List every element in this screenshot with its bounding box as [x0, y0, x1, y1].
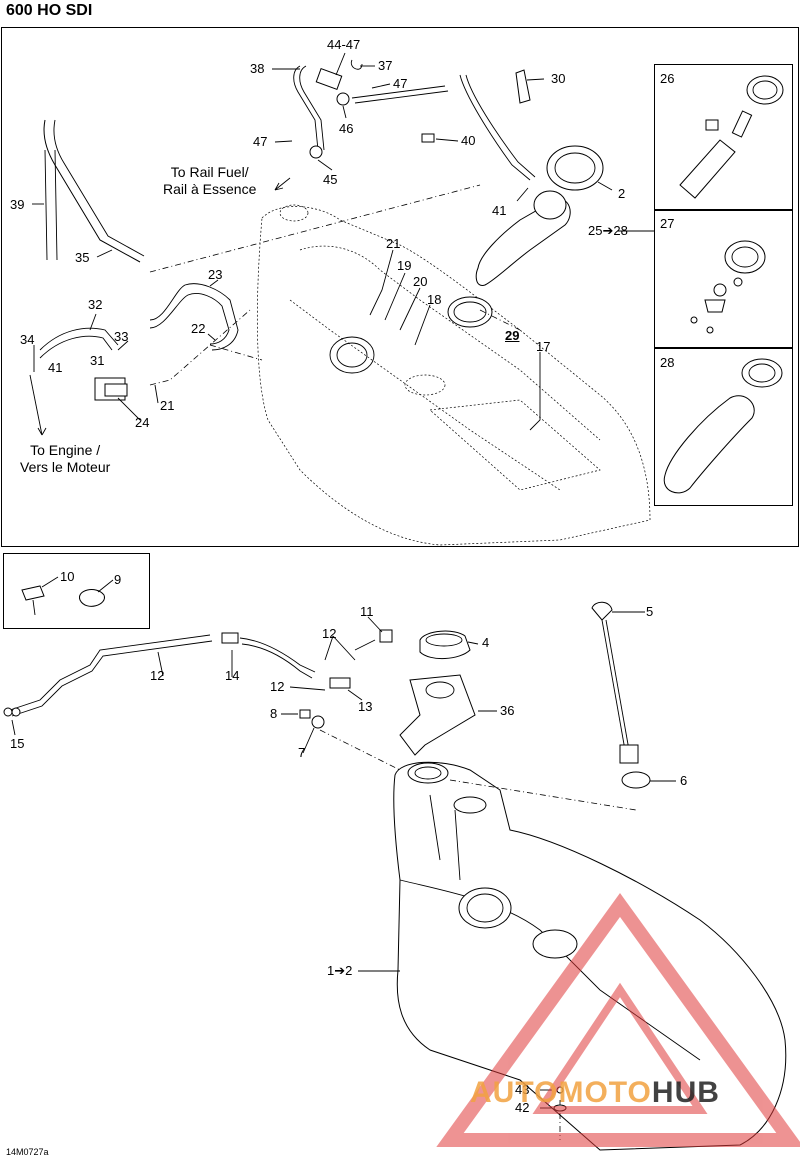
- callout-44-47: 44-47: [327, 37, 361, 52]
- callout-1-2: 1➔2: [327, 963, 353, 978]
- note-to-engine: To Engine /Vers le Moteur: [20, 442, 111, 475]
- tank-filler-ring: [329, 336, 375, 374]
- callout-18: 18: [427, 292, 442, 307]
- figure-code: 14M0727a: [6, 1147, 49, 1157]
- callout-33: 33: [114, 329, 129, 344]
- fuel-gauge-5: [591, 601, 613, 621]
- note-to-rail: To Rail Fuel/Rail à Essence: [163, 164, 257, 197]
- inset27-seal: [724, 240, 766, 274]
- hose-35-39: [43, 119, 141, 263]
- watermark-logo: [436, 893, 800, 1147]
- callout-24: 24: [135, 415, 150, 430]
- seal-29: [447, 296, 493, 328]
- callout-46: 46: [339, 121, 354, 136]
- callout-29: 29: [505, 328, 520, 343]
- tank-filler-neck: [407, 762, 449, 784]
- callout-19: 19: [397, 258, 412, 273]
- callout-7: 7: [298, 745, 306, 760]
- push-rivet-10: [21, 585, 45, 601]
- callout-40: 40: [461, 133, 476, 148]
- callout-42: 42: [515, 1100, 530, 1115]
- callout-4: 4: [482, 635, 490, 650]
- callout-34: 34: [20, 332, 35, 347]
- callout-6: 6: [680, 773, 688, 788]
- grommet-6: [621, 771, 651, 789]
- fuel-cap-4: [419, 630, 471, 659]
- callout-41b: 41: [48, 360, 63, 375]
- callout-20: 20: [413, 274, 428, 289]
- callout-21a: 21: [386, 236, 401, 251]
- inset26-seal: [746, 75, 784, 105]
- inset28-ring: [741, 358, 783, 388]
- callout-32: 32: [88, 297, 103, 312]
- watermark-text: AUTOMOTOHUB: [470, 1076, 720, 1109]
- leader-lines-bottom: [11, 576, 676, 1109]
- callout-30: 30: [551, 71, 566, 86]
- callout-21b: 21: [160, 398, 175, 413]
- inset28-sock: [663, 395, 755, 494]
- callout-17: 17: [536, 339, 551, 354]
- callout-31: 31: [90, 353, 105, 368]
- callout-15: 15: [10, 736, 25, 751]
- callout-36: 36: [500, 703, 515, 718]
- callout-11: 11: [360, 604, 374, 619]
- callout-47a: 47: [393, 76, 408, 91]
- leader-lines-top: [32, 52, 654, 431]
- callout-14: 14: [225, 668, 240, 683]
- callout-43: 43: [515, 1082, 530, 1097]
- bracket-36: [399, 674, 476, 756]
- inset-27: [654, 210, 793, 348]
- callout-13: 13: [358, 699, 373, 714]
- callout-28: 28: [660, 355, 675, 370]
- callout-26: 26: [660, 71, 675, 86]
- callout-12b: 12: [150, 668, 165, 683]
- callout-39: 39: [10, 197, 25, 212]
- callout-35: 35: [75, 250, 90, 265]
- callout-38: 38: [250, 61, 265, 76]
- inset26-pump: [679, 139, 736, 199]
- callout-5: 5: [646, 604, 654, 619]
- tank-outline-top: [256, 206, 651, 546]
- callout-41a: 41: [492, 203, 507, 218]
- connector-13: [329, 677, 351, 689]
- callout-12a: 12: [322, 626, 337, 641]
- callout-8: 8: [270, 706, 278, 721]
- diagram-title: 600 HO SDI: [6, 2, 93, 19]
- callout-45: 45: [323, 172, 338, 187]
- callout-27: 27: [660, 216, 675, 231]
- callout-9: 9: [114, 572, 122, 587]
- callout-47b: 47: [253, 134, 268, 149]
- callout-10: 10: [60, 569, 75, 584]
- callout-22: 22: [191, 321, 206, 336]
- callout-23: 23: [208, 267, 223, 282]
- vent-hose-12: [9, 634, 211, 711]
- callout-37: 37: [378, 58, 393, 73]
- callout-25-28: 25➔28: [588, 223, 628, 238]
- clamp-9: [79, 589, 105, 607]
- callout-2: 2: [618, 186, 626, 201]
- fuel-pump-sock: [475, 198, 571, 286]
- callout-12c: 12: [270, 679, 285, 694]
